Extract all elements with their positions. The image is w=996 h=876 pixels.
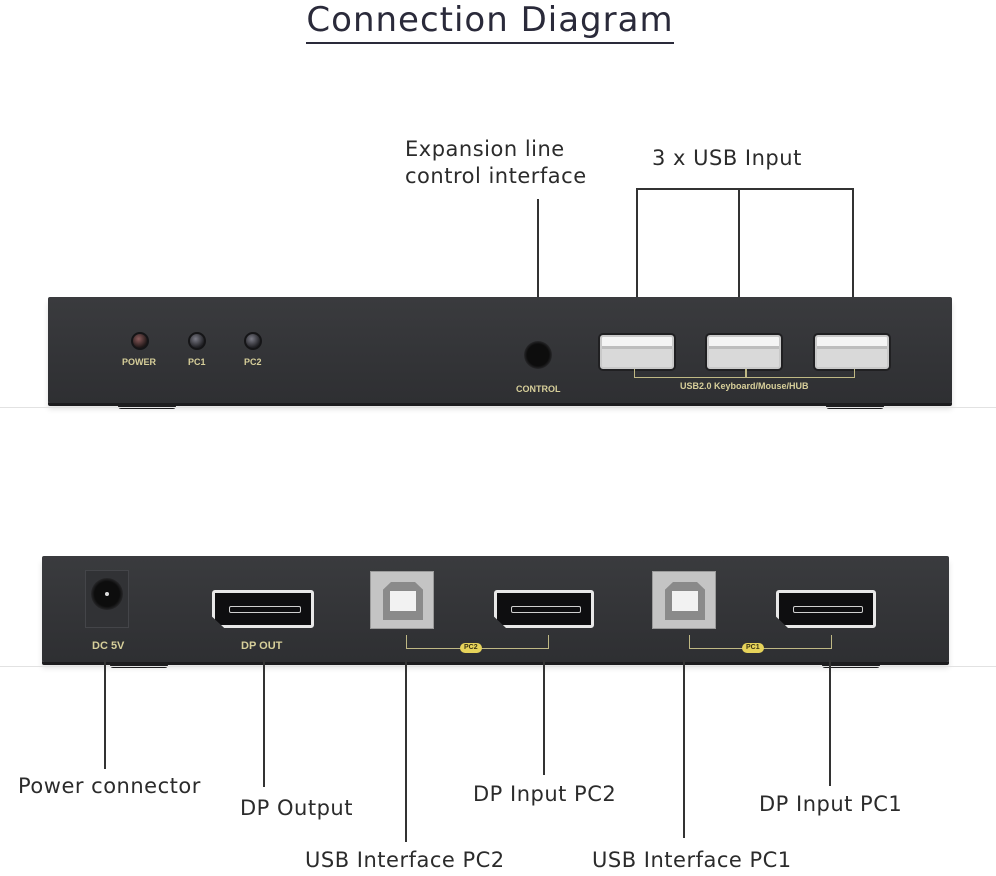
front-panel [48, 297, 952, 403]
usb-a-port-1-icon [600, 335, 674, 369]
rear-foot-right [822, 662, 880, 668]
control-jack-icon [524, 341, 552, 369]
diagram-title: Connection Diagram [0, 0, 980, 44]
callout-dp-input-pc1: DP Input PC1 [759, 792, 903, 816]
leader-line-power [104, 660, 106, 769]
usb-a-port-3-icon [815, 335, 889, 369]
usb-a-port-2-icon [707, 335, 781, 369]
dc-label: DC 5V [92, 640, 125, 652]
leader-line-dp-input-pc1 [829, 660, 831, 786]
power-led-icon [131, 332, 149, 350]
pc2-led-icon [244, 332, 262, 350]
leader-line-usb1 [636, 188, 638, 335]
leader-line-usb-pc2 [405, 660, 407, 842]
power-led-label: POWER [122, 357, 157, 367]
front-foot-right [826, 403, 884, 409]
pc1-badge: PC1 [742, 643, 764, 653]
leader-line-control [537, 199, 539, 342]
callout-control: Expansion line control interface [405, 136, 587, 190]
callout-dp-input-pc2: DP Input PC2 [473, 782, 617, 806]
callout-control-line2: control interface [405, 164, 587, 188]
front-shadow-line [0, 407, 996, 408]
usb-group-label: USB2.0 Keyboard/Mouse/HUB [680, 381, 809, 391]
callout-usb-pc1: USB Interface PC1 [592, 848, 792, 872]
front-foot-left [118, 403, 176, 409]
rear-foot-left [110, 662, 168, 668]
leader-line-dp-input-pc2 [543, 660, 545, 775]
control-label: CONTROL [516, 384, 561, 394]
usb-group-bracket-mid [745, 369, 747, 377]
callout-power-connector: Power connector [18, 774, 201, 798]
callout-dp-output: DP Output [240, 796, 353, 820]
pc1-led-icon [188, 332, 206, 350]
callout-usb-inputs: 3 x USB Input [652, 146, 802, 170]
dp-out-port-icon [212, 590, 314, 628]
pc1-led-label: PC1 [188, 357, 206, 367]
leader-line-usb-bar [636, 188, 853, 190]
dp-in-pc1-port-icon [776, 590, 876, 628]
callout-control-line1: Expansion line [405, 137, 565, 161]
leader-line-usb3 [852, 188, 854, 335]
dc-jack-pin [105, 592, 109, 596]
usb-b-pc1-port-icon [652, 571, 716, 629]
diagram-title-text: Connection Diagram [306, 0, 674, 44]
pc2-badge: PC2 [460, 643, 482, 653]
usb-group-bracket [634, 369, 855, 378]
dp-out-label: DP OUT [241, 640, 283, 652]
leader-line-usb2 [738, 188, 740, 335]
leader-line-usb-pc1 [683, 660, 685, 838]
leader-line-dp-output [263, 660, 265, 787]
dp-in-pc2-port-icon [494, 590, 594, 628]
pc2-led-label: PC2 [244, 357, 262, 367]
callout-usb-pc2: USB Interface PC2 [305, 848, 505, 872]
usb-b-pc2-port-icon [370, 571, 434, 629]
rear-shadow-line [0, 666, 996, 667]
